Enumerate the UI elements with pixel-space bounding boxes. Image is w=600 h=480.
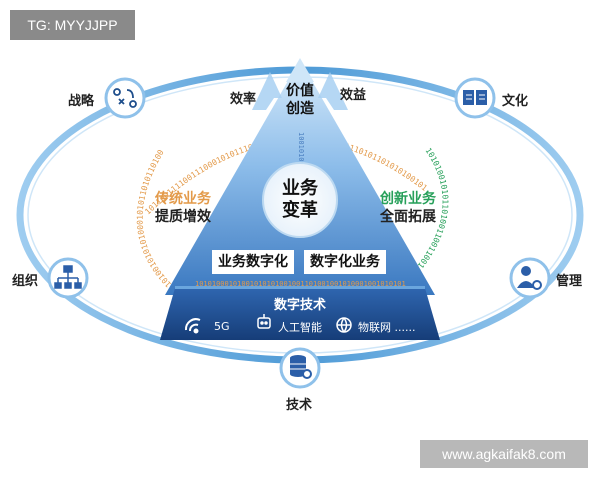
value-creation-line2: 创造 — [286, 101, 314, 117]
business-transform-line1: 业务 — [282, 178, 318, 199]
node-organization — [47, 257, 89, 299]
robot-icon — [257, 314, 271, 329]
top-watermark: TG: MYYJJPP — [10, 10, 135, 40]
label-culture: 文化 — [502, 94, 529, 109]
node-management — [509, 257, 551, 299]
business-transform-line2: 变革 — [282, 200, 318, 221]
innovative-business-sub: 全面拓展 — [380, 209, 436, 225]
arrow-center — [286, 58, 314, 82]
label-organization: 组织 — [12, 274, 39, 289]
label-technology: 技术 — [286, 398, 313, 413]
database-icon — [290, 355, 312, 379]
tech-base — [160, 288, 440, 340]
book-icon — [463, 90, 487, 105]
arrow-right — [318, 72, 348, 110]
globe-icon — [336, 317, 352, 333]
business-digitization-box: 业务数字化 — [212, 250, 294, 274]
traditional-business-title: 传统业务 — [155, 191, 211, 207]
user-gear-icon — [517, 266, 542, 290]
traditional-business-sub: 提质增效 — [155, 209, 211, 225]
digital-tech-title: 数字技术 — [273, 298, 326, 313]
binary-bottom-row: 1010100010100101010100100110100100101000… — [195, 280, 406, 288]
tech-item-ai: 人工智能 — [278, 321, 322, 334]
tech-item-iot: 物联网 ...... — [358, 321, 416, 334]
label-management: 管理 — [556, 274, 583, 289]
label-benefit: 效益 — [340, 88, 367, 103]
label-efficiency: 效率 — [230, 92, 257, 107]
label-strategy: 战略 — [68, 94, 95, 109]
innovative-business-title: 创新业务 — [380, 191, 436, 207]
strategy-icon — [113, 88, 137, 108]
tech-base-top-line — [175, 286, 425, 289]
value-creation-line1: 价值 — [286, 83, 314, 99]
tech-item-5g: 5G — [214, 320, 230, 333]
org-chart-icon — [54, 265, 82, 289]
binary-left-arc: 01001101001010101000101011010110100101 — [0, 0, 191, 306]
wifi-icon — [184, 318, 201, 334]
digital-business-box: 数字化业务 — [304, 250, 386, 274]
node-technology — [279, 347, 321, 389]
node-strategy — [104, 77, 146, 119]
arrow-left — [252, 72, 282, 110]
business-transform-circle — [262, 162, 338, 238]
bottom-watermark: www.agkaifak8.com — [420, 440, 588, 468]
node-culture — [454, 77, 496, 119]
